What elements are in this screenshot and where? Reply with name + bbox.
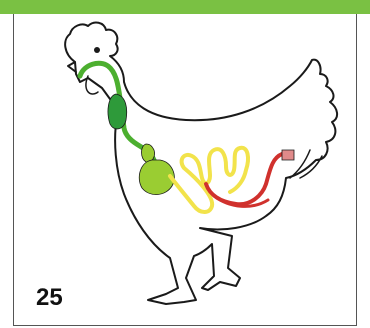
cloaca — [282, 150, 294, 160]
crop — [108, 94, 127, 129]
eye — [94, 47, 100, 53]
proventriculus — [142, 144, 155, 162]
page-number: 25 — [36, 286, 63, 310]
ceca — [214, 196, 268, 206]
